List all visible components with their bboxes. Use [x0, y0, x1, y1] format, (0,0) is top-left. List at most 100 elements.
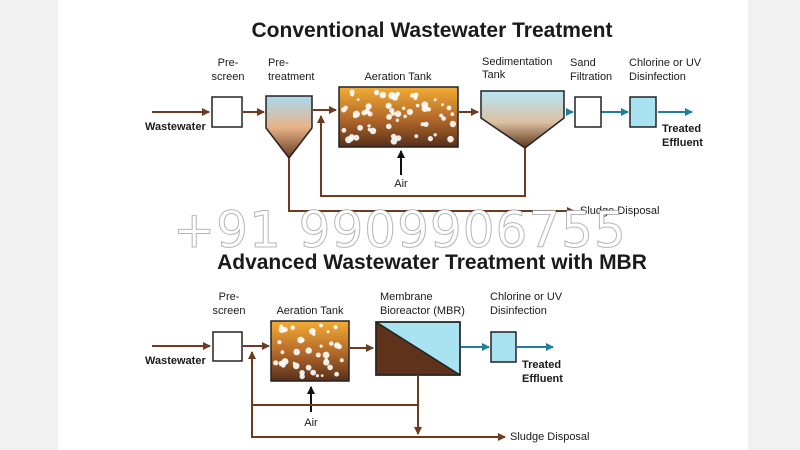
aeration-bubble [389, 108, 395, 114]
aeration-bubble [327, 364, 333, 371]
aeration-bubble [406, 108, 413, 115]
aeration-bubble [319, 344, 323, 348]
aeration-bubble [333, 325, 338, 330]
mbr-membrane-unit [375, 321, 461, 376]
mbr-prescreen-label-1: Pre- [219, 291, 240, 303]
aeration-bubble [293, 348, 301, 356]
aeration-bubble [441, 103, 444, 107]
aeration-bubble [446, 105, 452, 111]
conv-sedimentation-tank [480, 90, 565, 149]
aeration-bubble [415, 103, 420, 108]
aeration-bubble [414, 134, 419, 139]
conv-prescreen-label-1: Pre- [218, 57, 239, 69]
aeration-bubble [385, 102, 392, 109]
aeration-bubble [350, 92, 355, 97]
aeration-bubble [341, 107, 347, 113]
aeration-bubble [413, 92, 419, 98]
phone-watermark: +91 9909906755 [173, 201, 627, 259]
aeration-bubble [394, 110, 402, 118]
conventional-title: Conventional Wastewater Treatment [252, 19, 613, 42]
conv-chlorine-label-1: Chlorine or UV [629, 57, 702, 69]
aeration-bubble [315, 374, 319, 378]
conv-return-sludge-line [317, 115, 526, 197]
aeration-bubble [283, 360, 287, 364]
aeration-bubble [441, 116, 446, 121]
aeration-bubble [320, 374, 324, 377]
aeration-bubble [357, 124, 363, 131]
conv-chlorine-label-2: Disinfection [629, 71, 686, 83]
mbr-effluent-label-2: Effluent [522, 373, 563, 385]
aeration-bubble [297, 336, 305, 344]
advanced-title: Advanced Wastewater Treatment with MBR [217, 251, 647, 274]
mbr-aeration-bubbles [273, 323, 344, 380]
aeration-bubble [439, 113, 443, 118]
aeration-bubble [365, 103, 372, 110]
aeration-bubble [449, 120, 457, 128]
mbr-effluent-label-1: Treated [522, 359, 561, 371]
conv-air-label: Air [394, 178, 408, 190]
mbr-prescreen-unit [212, 331, 243, 362]
mbr-sludge-disposal-line [251, 405, 506, 441]
conv-effluent-label-2: Effluent [662, 137, 703, 149]
aeration-bubble [395, 92, 400, 97]
mbr-membrane-label-2: Bioreactor (MBR) [380, 305, 465, 317]
aeration-bubble [379, 91, 387, 99]
diagram-canvas: Conventional Wastewater Treatment Pre- s… [58, 0, 748, 450]
aeration-bubble [305, 364, 312, 371]
conv-sludge-disposal-line [288, 158, 575, 215]
aeration-bubble [323, 359, 330, 366]
aeration-bubble [395, 135, 402, 142]
aeration-bubble [433, 133, 437, 137]
aeration-bubble [386, 123, 392, 130]
aeration-bubble [421, 105, 429, 112]
aeration-bubble [310, 369, 317, 376]
mbr-disinfection-unit [490, 331, 517, 363]
mbr-prescreen-label-2: screen [212, 305, 245, 317]
conv-aeration-label: Aeration Tank [364, 71, 432, 83]
conv-aeration-bubbles [341, 89, 457, 145]
aeration-bubble [290, 325, 296, 331]
mbr-air-label: Air [304, 417, 318, 429]
aeration-bubble [299, 373, 305, 380]
conv-sedimentation-label-2: Tank [482, 69, 506, 81]
aeration-bubble [279, 324, 284, 329]
mbr-wastewater-label: Wastewater [145, 355, 206, 367]
aeration-bubble [305, 347, 312, 354]
aeration-bubble [403, 114, 408, 119]
conv-sand-label-2: Filtration [570, 71, 612, 83]
aeration-bubble [390, 133, 397, 140]
aeration-bubble [319, 323, 323, 328]
aeration-bubble [410, 93, 415, 98]
aeration-bubble [277, 340, 282, 345]
mbr-aeration-label: Aeration Tank [276, 305, 344, 317]
aeration-bubble [374, 89, 380, 96]
aeration-bubble [353, 134, 360, 141]
aeration-bubble [352, 113, 358, 119]
aeration-bubble [280, 350, 285, 355]
aeration-bubble [413, 96, 418, 100]
conv-sedimentation-label-1: Sedimentation [482, 56, 552, 68]
aeration-bubble [329, 341, 334, 346]
aeration-bubble [367, 124, 371, 128]
aeration-bubble [402, 106, 406, 110]
mbr-chlorine-label-1: Chlorine or UV [490, 291, 563, 303]
conv-sand-label-1: Sand [570, 57, 596, 69]
aeration-bubble [420, 122, 425, 127]
conv-prescreen-unit [211, 96, 243, 128]
aeration-bubble [390, 138, 398, 145]
conv-pretreatment-label-2: treatment [268, 71, 314, 83]
aeration-bubble [450, 112, 455, 117]
conv-prescreen-label-2: screen [211, 71, 244, 83]
conv-wastewater-label: Wastewater [145, 121, 206, 133]
aeration-bubble [356, 98, 360, 101]
conv-sand-filter [574, 96, 602, 128]
aeration-bubble [395, 118, 400, 122]
aeration-bubble [322, 351, 330, 359]
mbr-sludge-label: Sludge Disposal [510, 431, 590, 443]
aeration-bubble [312, 332, 316, 336]
aeration-bubble [364, 108, 370, 115]
aeration-bubble [386, 114, 392, 120]
aeration-bubble [349, 137, 354, 142]
aeration-bubble [423, 121, 429, 127]
